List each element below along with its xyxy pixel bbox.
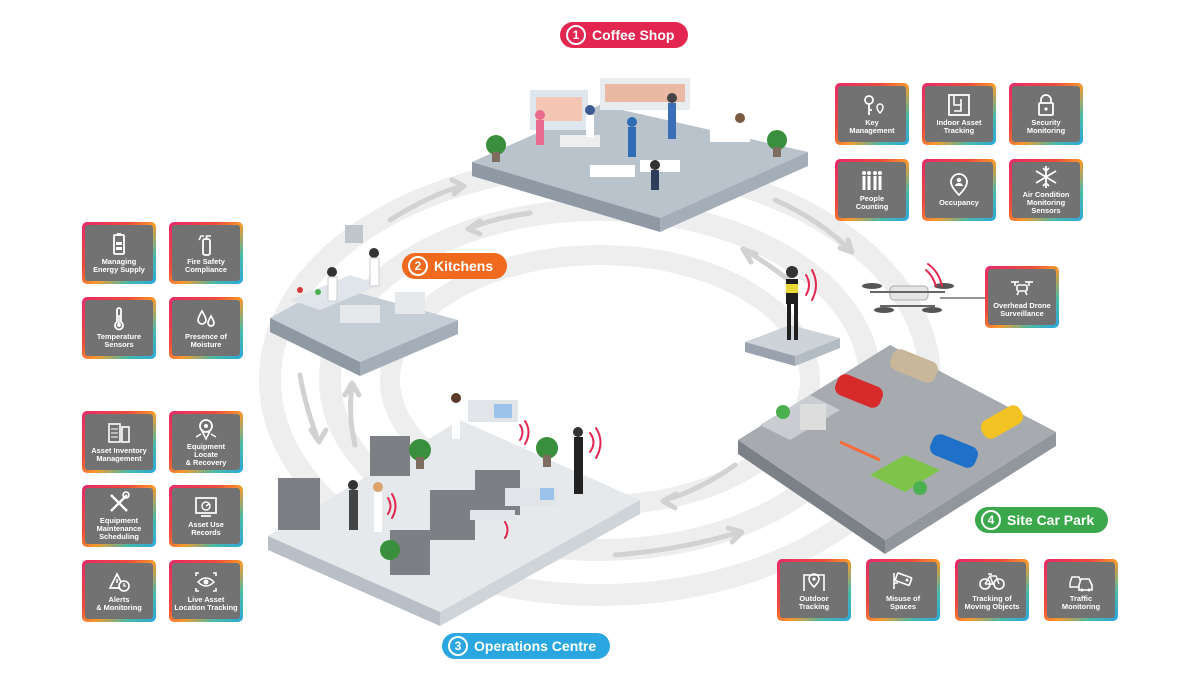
zone-label-operations-centre: 3 Operations Centre: [442, 633, 611, 659]
tile-label: Alerts & Monitoring: [96, 594, 142, 612]
tile-indoor-asset-tracking[interactable]: Indoor Asset Tracking: [922, 83, 996, 145]
tile-label: Fire Safety Compliance: [185, 256, 227, 274]
kitchens-platform: [270, 225, 458, 376]
zone-number-site-car-park: 4: [981, 510, 1001, 530]
thermometer-icon: [114, 306, 124, 331]
tile-label: Traffic Monitoring: [1061, 593, 1101, 611]
tile-misuse-spaces[interactable]: Misuse of Spaces: [866, 559, 940, 621]
tile-label: Presence of Moisture: [185, 331, 227, 349]
locate-icon: [195, 418, 217, 441]
tile-key-management[interactable]: Key Management: [835, 83, 909, 145]
tile-label: Key Management: [849, 117, 895, 135]
key-pin-icon: [864, 94, 884, 115]
tile-live-asset-location[interactable]: Live Asset Location Tracking: [169, 560, 243, 622]
tile-overhead-drone[interactable]: Overhead Drone Surveillance: [985, 266, 1059, 328]
person-pin-icon: [950, 173, 968, 197]
tile-asset-inventory[interactable]: Asset Inventory Management: [82, 411, 156, 473]
gauge-screen-icon: [195, 496, 217, 517]
tile-label: Air Condition Monitoring Sensors: [1022, 189, 1070, 216]
eye-scan-icon: [195, 571, 217, 592]
tile-label: Tracking of Moving Objects: [964, 593, 1020, 611]
car-park-platform: [738, 345, 1056, 554]
tile-equipment-locate[interactable]: Equipment Locate & Recovery: [169, 411, 243, 473]
zone-title-site-car-park: Site Car Park: [1007, 512, 1095, 528]
tools-icon: [110, 490, 130, 512]
zone-label-coffee-shop: 1 Coffee Shop: [560, 22, 689, 48]
tile-label: Live Asset Location Tracking: [174, 594, 238, 612]
tile-presence-moisture[interactable]: Presence of Moisture: [169, 297, 243, 359]
tile-label: Equipment Locate & Recovery: [185, 441, 227, 468]
tile-tracking-moving[interactable]: Tracking of Moving Objects: [955, 559, 1029, 621]
tile-label: Equipment Maintenance Scheduling: [96, 515, 142, 542]
drone-icon: [1011, 280, 1033, 296]
tile-equipment-maintenance[interactable]: Equipment Maintenance Scheduling: [82, 485, 156, 547]
coffee-shop-platform: [472, 78, 808, 232]
tile-label: Indoor Asset Tracking: [936, 117, 982, 135]
tile-label: People Counting: [855, 193, 889, 211]
tile-alerts-monitoring[interactable]: Alerts & Monitoring: [82, 560, 156, 622]
zone-title-kitchens: Kitchens: [434, 258, 494, 274]
map-pin-icon: [803, 573, 825, 591]
cctv-icon: [893, 572, 913, 589]
zone-label-site-car-park: 4 Site Car Park: [975, 507, 1109, 533]
tile-label: Misuse of Spaces: [885, 593, 921, 611]
cars-icon: [1069, 576, 1093, 592]
guard-plinth: [745, 266, 840, 366]
snowflake-icon: [1035, 165, 1057, 188]
zone-title-operations-centre: Operations Centre: [474, 638, 597, 654]
bicycle-icon: [979, 573, 1005, 590]
tile-managing-energy[interactable]: Managing Energy Supply: [82, 222, 156, 284]
tile-air-condition[interactable]: Air Condition Monitoring Sensors: [1009, 159, 1083, 221]
tile-security-monitoring[interactable]: Security Monitoring: [1009, 83, 1083, 145]
tile-traffic-monitoring[interactable]: Traffic Monitoring: [1044, 559, 1118, 621]
tile-label: Temperature Sensors: [96, 331, 142, 349]
tile-label: Managing Energy Supply: [93, 256, 145, 274]
tile-asset-use-records[interactable]: Asset Use Records: [169, 485, 243, 547]
zone-label-kitchens: 2 Kitchens: [402, 253, 508, 279]
tile-people-counting[interactable]: People Counting: [835, 159, 909, 221]
tile-label: Asset Use Records: [188, 519, 224, 537]
zone-number-kitchens: 2: [408, 256, 428, 276]
tile-label: Occupancy: [939, 197, 979, 207]
tile-outdoor-tracking[interactable]: Outdoor Tracking: [777, 559, 851, 621]
operations-platform: [268, 393, 640, 626]
tile-label: Outdoor Tracking: [798, 593, 830, 611]
people-icon: [862, 170, 882, 190]
zone-number-coffee-shop: 1: [566, 25, 586, 45]
tile-label: Overhead Drone Surveillance: [993, 300, 1051, 318]
droplets-icon: [197, 309, 215, 327]
tile-label: Asset Inventory Management: [91, 445, 147, 463]
zone-number-operations-centre: 3: [448, 636, 468, 656]
zone-title-coffee-shop: Coffee Shop: [592, 27, 675, 43]
padlock-icon: [1038, 93, 1054, 116]
battery-icon: [113, 232, 125, 255]
floorplan-icon: [948, 93, 970, 116]
tile-occupancy[interactable]: Occupancy: [922, 159, 996, 221]
fire-extinguisher-icon: [198, 234, 211, 256]
tile-label: Security Monitoring: [1026, 117, 1066, 135]
drone: [862, 283, 985, 313]
alert-clock-icon: [108, 571, 130, 592]
inventory-icon: [108, 422, 130, 443]
tile-temperature-sensors[interactable]: Temperature Sensors: [82, 297, 156, 359]
tile-fire-safety[interactable]: Fire Safety Compliance: [169, 222, 243, 284]
